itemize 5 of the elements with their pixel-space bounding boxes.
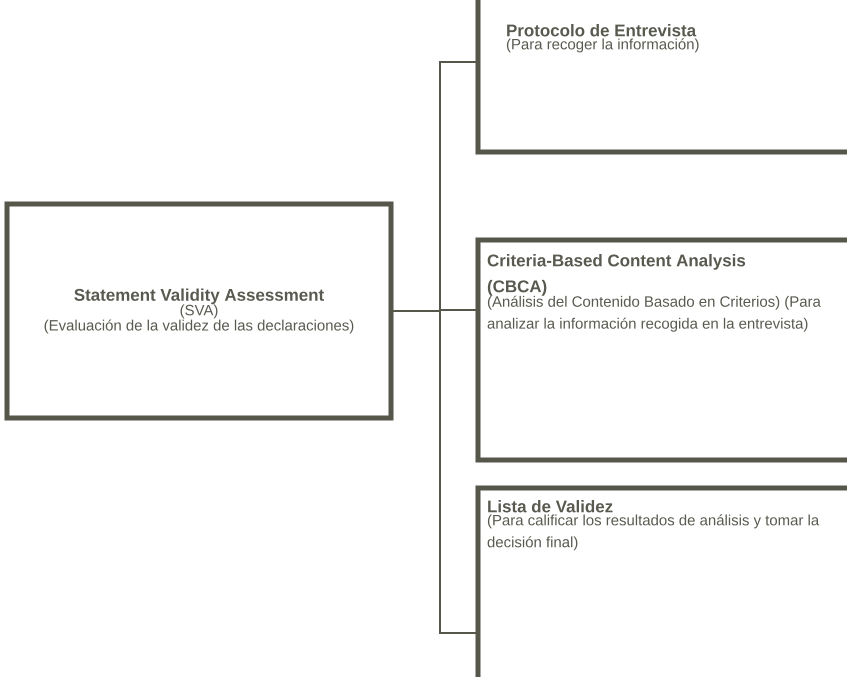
text-box: Statement Validity Assessment (SVA) (Evaluación de la validez de las declaraciones) — [4, 202, 394, 420]
text-box: Protocolo de Entrevista (Para recoger la información) — [476, 0, 847, 154]
text-box: Lista de Validez (Para calificar los resultados de análisis y tomar la decisión final) — [476, 486, 847, 677]
text-box: Criteria-Based Content Analysis (CBCA) (Análisis del Contenido Basado en Criterios) (Para analizar la información recogida en la entrevista) — [476, 238, 847, 462]
connector-line — [391, 310, 478, 634]
